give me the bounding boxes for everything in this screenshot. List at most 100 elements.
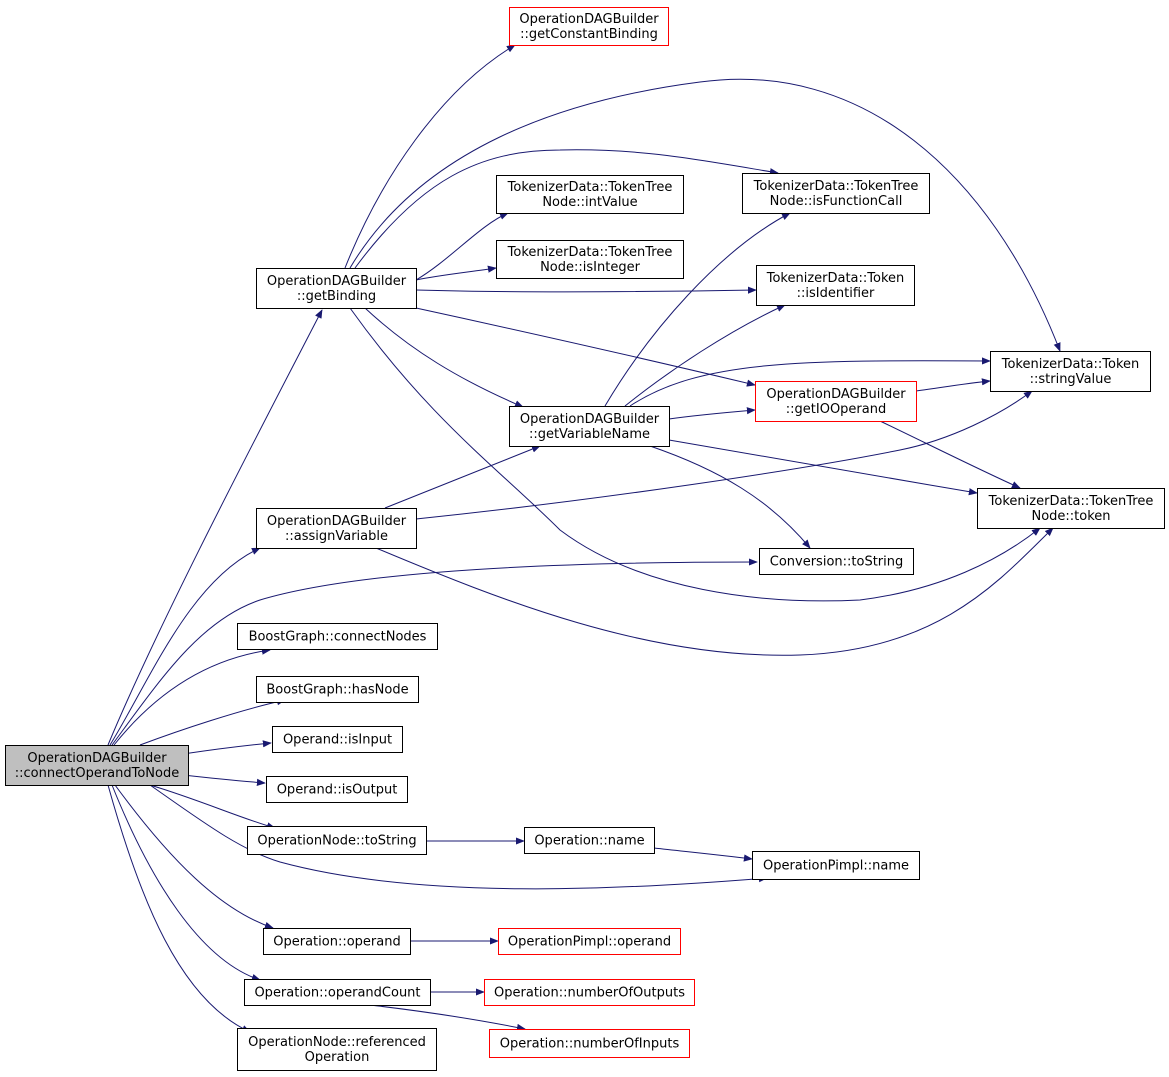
- node-label-line: Operation::operandCount: [254, 986, 420, 1001]
- node-label-line: OperationDAGBuilder: [267, 514, 407, 529]
- node-box[interactable]: [256, 268, 417, 309]
- node-isOutput[interactable]: Operand::isOutput: [266, 776, 408, 803]
- node-connectNodes[interactable]: BoostGraph::connectNodes: [237, 623, 438, 650]
- node-label-line: BoostGraph::hasNode: [266, 683, 408, 698]
- edge-getBinding-to-isFunctionCall: [354, 149, 779, 269]
- node-label-line: OperationDAGBuilder: [520, 412, 660, 427]
- node-box[interactable]: [496, 240, 684, 279]
- node-label-line: Operation::numberOfOutputs: [494, 986, 685, 1001]
- edge-root-to-isOutput: [182, 774, 266, 786]
- call-edges: [107, 44, 1061, 1033]
- node-label-line: TokenizerData::Token: [766, 271, 905, 286]
- node-box[interactable]: [5, 745, 189, 786]
- node-opNodeToString[interactable]: OperationNode::toString: [247, 826, 427, 855]
- node-box[interactable]: [509, 7, 669, 46]
- edge-operandCount-to-numberOfInputs: [369, 1004, 526, 1031]
- node-assignVariable[interactable]: OperationDAGBuilder::assignVariable: [256, 508, 417, 549]
- node-box[interactable]: [509, 406, 670, 447]
- node-pimplOperand[interactable]: OperationPimpl::operand: [498, 928, 681, 955]
- edge-getVariableName-to-getIOOperand: [668, 407, 756, 420]
- node-box[interactable]: [266, 776, 408, 803]
- node-box[interactable]: [237, 1028, 437, 1071]
- node-label-line: OperationDAGBuilder: [766, 387, 906, 402]
- node-getVariableName[interactable]: OperationDAGBuilder::getVariableName: [509, 406, 670, 447]
- node-getBinding[interactable]: OperationDAGBuilder::getBinding: [256, 268, 417, 309]
- edge-getBinding-to-isIdentifier: [415, 286, 757, 294]
- node-label-line: Operand::isOutput: [277, 783, 398, 798]
- node-box[interactable]: [990, 351, 1151, 392]
- node-operandCount[interactable]: Operation::operandCount: [244, 979, 431, 1006]
- function-nodes: OperationDAGBuilder::connectOperandToNod…: [5, 7, 1165, 1071]
- node-box[interactable]: [272, 726, 403, 753]
- node-label-line: BoostGraph::connectNodes: [249, 630, 427, 645]
- node-operationName[interactable]: Operation::name: [524, 827, 655, 854]
- node-label-line: Operation::numberOfInputs: [500, 1037, 680, 1052]
- edge-assignVariable-to-stringValue: [415, 390, 1033, 520]
- node-stringValue[interactable]: TokenizerData::Token::stringValue: [990, 351, 1151, 392]
- node-operationOperand[interactable]: Operation::operand: [263, 928, 411, 955]
- node-label-line: TokenizerData::Token: [1001, 357, 1140, 372]
- node-label-line: OperationPimpl::operand: [508, 935, 671, 950]
- node-box[interactable]: [244, 979, 431, 1006]
- edge-getBinding-to-getConstantBinding: [344, 44, 516, 269]
- node-box[interactable]: [489, 1029, 690, 1058]
- edge-root-to-isInput: [182, 740, 272, 755]
- node-box[interactable]: [237, 623, 438, 650]
- edge-getBinding-to-stringValue: [349, 78, 1061, 352]
- node-box[interactable]: [759, 548, 914, 575]
- node-numberOfInputs[interactable]: Operation::numberOfInputs: [489, 1029, 690, 1058]
- node-label-line: ::assignVariable: [285, 529, 388, 544]
- edge-getBinding-to-getVariableName: [364, 307, 524, 408]
- edge-root-to-pimplName: [149, 784, 768, 890]
- edge-root-to-connectNodes: [113, 647, 271, 746]
- node-isFunctionCall[interactable]: TokenizerData::TokenTreeNode::isFunction…: [742, 173, 930, 214]
- edge-getBinding-to-token: [349, 307, 1041, 602]
- node-box[interactable]: [247, 826, 427, 855]
- node-box[interactable]: [498, 928, 681, 955]
- node-getConstantBinding[interactable]: OperationDAGBuilder::getConstantBinding: [509, 7, 669, 46]
- node-pimplName[interactable]: OperationPimpl::name: [752, 851, 920, 880]
- node-label-line: OperationPimpl::name: [763, 859, 909, 874]
- node-box[interactable]: [755, 381, 917, 422]
- node-label-line: Operation::operand: [273, 935, 400, 950]
- node-label-line: ::getVariableName: [529, 427, 650, 442]
- node-box[interactable]: [977, 488, 1165, 529]
- node-label-line: TokenizerData::TokenTree: [507, 245, 673, 260]
- node-hasNode[interactable]: BoostGraph::hasNode: [256, 676, 419, 703]
- node-conversionToString[interactable]: Conversion::toString: [759, 548, 914, 575]
- edge-root-to-conversionToString: [111, 558, 758, 746]
- node-label-line: Node::token: [1031, 509, 1110, 524]
- edge-getBinding-to-getIOOperand: [415, 307, 756, 387]
- node-box[interactable]: [752, 851, 920, 880]
- node-label-line: Operation: [305, 1050, 370, 1065]
- node-box[interactable]: [484, 979, 695, 1006]
- edge-root-to-referencedOperation: [107, 784, 251, 1033]
- edge-getVariableName-to-isFunctionCall: [604, 212, 791, 407]
- node-isInput[interactable]: Operand::isInput: [272, 726, 403, 753]
- edge-assignVariable-to-getVariableName: [384, 445, 541, 509]
- node-label-line: ::getIOOperand: [786, 402, 886, 417]
- node-root[interactable]: OperationDAGBuilder::connectOperandToNod…: [5, 745, 189, 786]
- node-box[interactable]: [496, 175, 684, 214]
- node-label-line: TokenizerData::TokenTree: [753, 179, 919, 194]
- node-getIOOperand[interactable]: OperationDAGBuilder::getIOOperand: [755, 381, 917, 422]
- edge-getBinding-to-isInteger: [415, 265, 497, 281]
- edge-root-to-getBinding: [107, 309, 323, 746]
- node-box[interactable]: [263, 928, 411, 955]
- node-box[interactable]: [256, 676, 419, 703]
- node-box[interactable]: [742, 173, 930, 214]
- node-box[interactable]: [524, 827, 655, 854]
- edge-getVariableName-to-token: [668, 439, 978, 496]
- node-numberOfOutputs[interactable]: Operation::numberOfOutputs: [484, 979, 695, 1006]
- node-label-line: OperationNode::toString: [257, 834, 416, 849]
- edge-root-to-opNodeToString: [149, 784, 276, 830]
- edge-getIOOperand-to-token: [879, 420, 1021, 489]
- node-box[interactable]: [256, 508, 417, 549]
- node-isIdentifier[interactable]: TokenizerData::Token::isIdentifier: [756, 265, 915, 306]
- node-box[interactable]: [756, 265, 915, 306]
